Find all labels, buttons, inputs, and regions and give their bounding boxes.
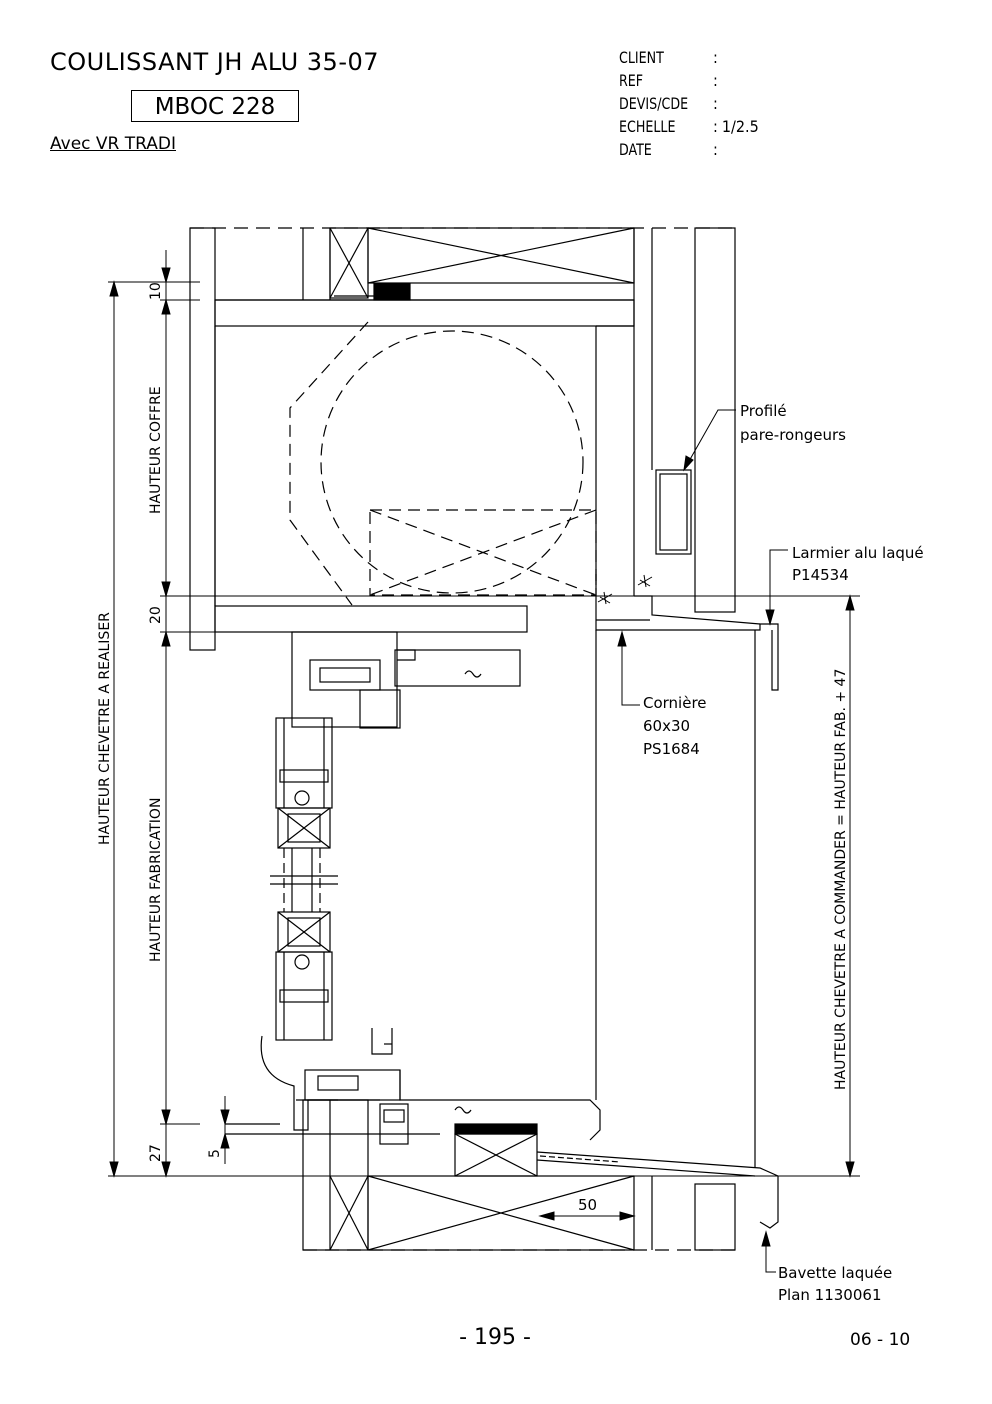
dim-20-label: 20	[148, 606, 164, 624]
dim-hauteur-chevetre-commander-label: HAUTEUR CHEVETRE A COMMANDER = HAUTEUR F…	[833, 669, 849, 1090]
dim-27-label: 27	[148, 1144, 164, 1162]
dim-50-label: 50	[578, 1196, 597, 1214]
drawing-subtitle: Avec VR TRADI	[50, 134, 176, 154]
info-value: 1/2.5	[721, 117, 759, 136]
info-row-client: CLIENT :	[619, 48, 718, 67]
window-profile	[260, 631, 601, 1145]
callout-corniere-line3: PS1684	[643, 740, 700, 758]
dim-hauteur-fabrication-label: HAUTEUR FABRICATION	[148, 798, 164, 962]
model-reference-box: MBOC 228	[131, 90, 299, 122]
dimension-lines	[108, 250, 860, 1221]
info-row-devis: DEVIS/CDE :	[619, 94, 718, 113]
right-reveal	[595, 630, 756, 1168]
info-block: CLIENT : REF : DEVIS/CDE : ECHELLE : 1/2…	[619, 46, 759, 161]
page-number: - 195 -	[459, 1325, 531, 1350]
callout-bavette-line2: Plan 1130061	[778, 1286, 881, 1304]
callout-corniere-line1: Cornière	[643, 694, 707, 712]
info-label: ECHELLE	[619, 117, 676, 136]
coffre	[214, 321, 779, 691]
info-label: DEVIS/CDE	[619, 94, 689, 113]
info-row-ref: REF :	[619, 71, 718, 90]
drawing-title: COULISSANT JH ALU 35-07	[50, 48, 380, 76]
revision-code: 06 - 10	[850, 1330, 911, 1350]
dim-hauteur-chevetre-realiser-label: HAUTEUR CHEVETRE A REALISER	[97, 612, 113, 845]
callout-profile-line2: pare-rongeurs	[740, 426, 846, 444]
leader-lines	[617, 409, 788, 1273]
callout-larmier-line2: P14534	[792, 566, 849, 584]
info-label: REF	[619, 71, 644, 90]
callout-corniere-line2: 60x30	[643, 717, 690, 735]
info-row-date: DATE :	[619, 140, 718, 159]
callout-larmier-line1: Larmier alu laqué	[792, 544, 924, 562]
callout-bavette-line1: Bavette laquée	[778, 1264, 892, 1282]
callout-profile-line1: Profilé	[740, 402, 787, 420]
dim-hauteur-coffre-label: HAUTEUR COFFRE	[148, 386, 164, 514]
info-row-echelle: ECHELLE : 1/2.5	[619, 117, 759, 136]
top-wall	[189, 227, 736, 651]
info-label: CLIENT	[619, 48, 664, 67]
info-label: DATE	[619, 140, 652, 159]
dim-5-label: 5	[207, 1149, 223, 1158]
dim-10-label: 10	[148, 282, 164, 300]
